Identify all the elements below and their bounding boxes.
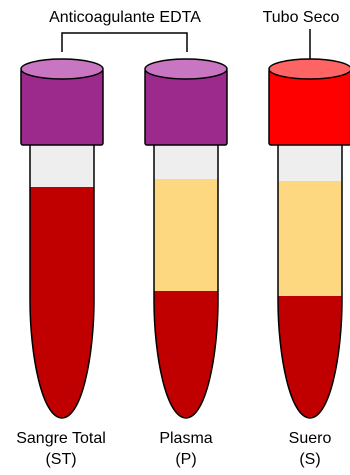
air-gap-region <box>278 143 342 181</box>
tube-name-label: Sangre Total <box>16 430 106 447</box>
purple-cap-body <box>21 69 103 145</box>
edta-label: Anticoagulante EDTA <box>49 9 201 26</box>
purple-cap-body <box>145 69 227 145</box>
red-cells-layer <box>154 291 218 418</box>
tube-name-label: Suero <box>289 430 332 447</box>
plasma-layer <box>154 179 218 291</box>
edta-bracket <box>62 33 187 52</box>
tube-name-label: Plasma <box>159 430 212 447</box>
clot-layer <box>278 296 342 418</box>
dry-tube-label: Tubo Seco <box>263 9 340 26</box>
serum-layer <box>278 181 342 296</box>
tube-abbr-label: (P) <box>175 451 196 468</box>
air-gap-region <box>154 143 218 179</box>
tube-plasma <box>145 59 227 418</box>
air-gap-region <box>30 143 94 187</box>
purple-cap-top <box>145 59 227 79</box>
red-cap-body <box>269 69 350 145</box>
tube-sangre-total <box>21 59 103 418</box>
tube-suero <box>269 59 350 418</box>
tube-abbr-label: (S) <box>299 451 320 468</box>
red-cap-top <box>269 59 350 79</box>
tube-abbr-label: (ST) <box>45 451 76 468</box>
purple-cap-top <box>21 59 103 79</box>
